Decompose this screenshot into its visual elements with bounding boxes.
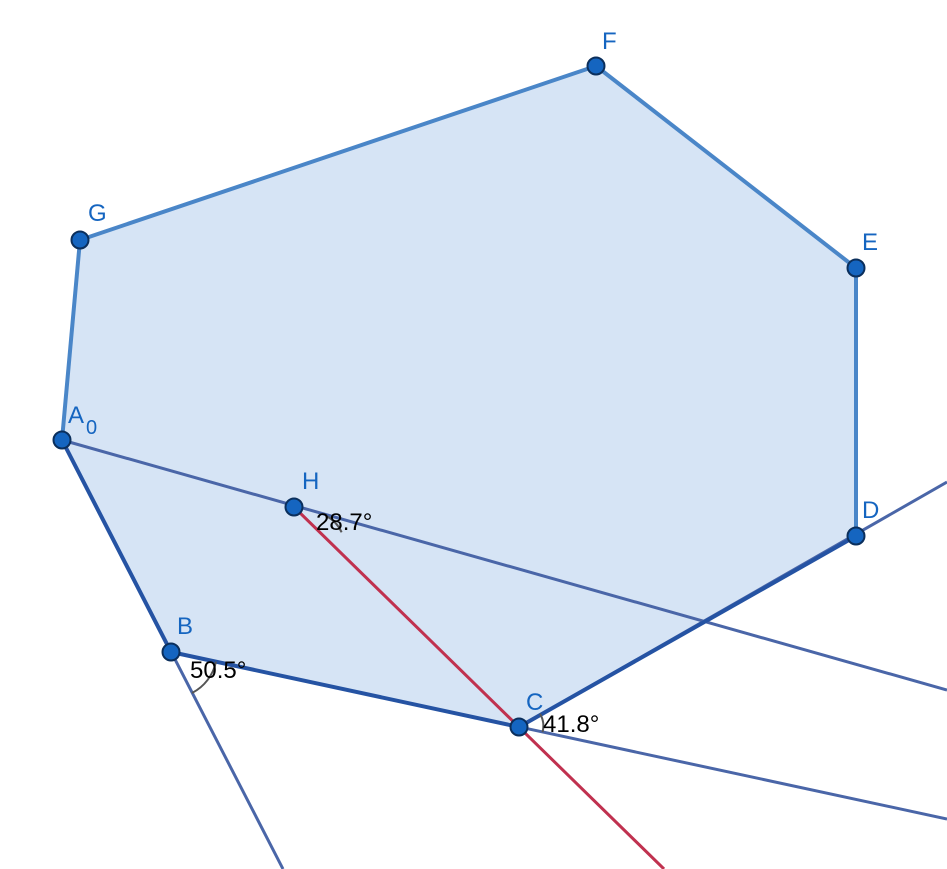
label-d: D xyxy=(862,497,879,524)
edge-c-d[interactable] xyxy=(518,534,857,729)
angle-label-b: 50.5° xyxy=(190,657,246,684)
edge-a-g[interactable] xyxy=(60,239,82,441)
label-e: E xyxy=(862,229,878,256)
edge-a-b[interactable] xyxy=(60,439,173,653)
point-e[interactable] xyxy=(846,258,866,278)
edge-g-f[interactable] xyxy=(79,64,597,242)
label-f: F xyxy=(602,28,617,55)
point-h[interactable] xyxy=(284,497,304,517)
angle-arc-c xyxy=(539,713,545,733)
heptagon-fill xyxy=(62,66,856,727)
edge-f-e[interactable] xyxy=(594,64,858,270)
edge-b-c[interactable] xyxy=(170,650,520,729)
red-line-h-c[interactable] xyxy=(292,505,666,869)
point-g[interactable] xyxy=(70,230,90,250)
point-d[interactable] xyxy=(846,526,866,546)
angle-label-h: 28.7° xyxy=(316,509,372,536)
label-h: H xyxy=(302,468,319,495)
angle-arc-b xyxy=(191,661,217,694)
label-c: C xyxy=(526,689,543,716)
point-f[interactable] xyxy=(586,56,606,76)
label-b: B xyxy=(177,613,193,640)
label-a-subscript: 0 xyxy=(86,417,97,439)
point-a[interactable] xyxy=(52,430,72,450)
point-b[interactable] xyxy=(161,642,181,662)
angle-label-c: 41.8° xyxy=(543,711,599,738)
label-a: A xyxy=(68,402,84,429)
angle-arc-h xyxy=(326,515,343,533)
point-c[interactable] xyxy=(509,717,529,737)
ray-a-h[interactable] xyxy=(61,438,947,692)
label-g: G xyxy=(88,200,107,227)
